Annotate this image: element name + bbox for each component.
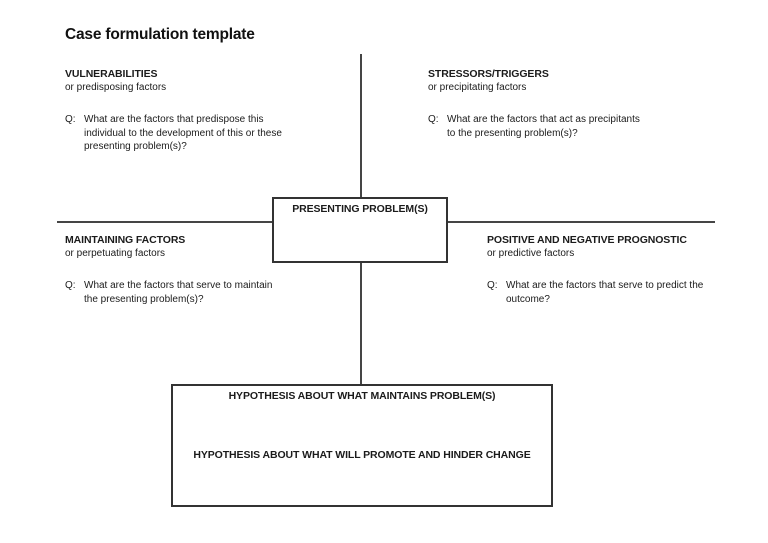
presenting-problems-box: PRESENTING PROBLEM(S) xyxy=(272,197,448,263)
presenting-problems-label: PRESENTING PROBLEM(S) xyxy=(292,203,428,215)
question-label: Q: xyxy=(428,114,439,125)
section-subheading: or predisposing factors xyxy=(65,82,167,93)
question-text: What are the factors that act as precipi… xyxy=(447,114,640,139)
section-subheading: or perpetuating factors xyxy=(65,248,166,259)
question-text: What are the factors that serve to predi… xyxy=(506,280,704,305)
section-question: Q: What are the factors that serve to pr… xyxy=(487,279,755,306)
connector-line-bottom-vertical xyxy=(360,263,362,384)
section-subheading: or predictive factors xyxy=(487,248,575,259)
question-text: What are the factors that predispose thi… xyxy=(84,114,282,152)
section-heading: VULNERABILITIES xyxy=(65,68,158,80)
section-question: Q: What are the factors that serve to ma… xyxy=(65,279,350,306)
page-title: Case formulation template xyxy=(65,26,255,43)
question-label: Q: xyxy=(65,114,76,125)
divider-line-left-horizontal xyxy=(57,221,272,223)
section-heading: MAINTAINING FACTORS xyxy=(65,234,186,246)
section-heading: STRESSORS/TRIGGERS xyxy=(428,68,549,80)
section-stressors-triggers: STRESSORS/TRIGGERS or precipitating fact… xyxy=(428,68,708,140)
question-label: Q: xyxy=(487,280,498,291)
section-prognostic-factors: POSITIVE AND NEGATIVE PROGNOSTIC or pred… xyxy=(487,234,755,306)
section-maintaining-factors: MAINTAINING FACTORS or perpetuating fact… xyxy=(65,234,350,306)
question-text: What are the factors that serve to maint… xyxy=(84,280,273,305)
section-subheading: or precipitating factors xyxy=(428,82,527,93)
section-question: Q: What are the factors that predispose … xyxy=(65,113,340,154)
connector-line-top-vertical xyxy=(360,54,362,198)
hypothesis-change-label: HYPOTHESIS ABOUT WHAT WILL PROMOTE AND H… xyxy=(193,449,531,461)
section-heading: POSITIVE AND NEGATIVE PROGNOSTIC xyxy=(487,234,687,246)
hypothesis-maintains-label: HYPOTHESIS ABOUT WHAT MAINTAINS PROBLEM(… xyxy=(228,390,496,402)
question-label: Q: xyxy=(65,280,76,291)
hypothesis-box: HYPOTHESIS ABOUT WHAT MAINTAINS PROBLEM(… xyxy=(171,384,553,507)
section-question: Q: What are the factors that act as prec… xyxy=(428,113,708,140)
divider-line-right-horizontal xyxy=(448,221,715,223)
section-vulnerabilities: VULNERABILITIES or predisposing factors … xyxy=(65,68,340,154)
